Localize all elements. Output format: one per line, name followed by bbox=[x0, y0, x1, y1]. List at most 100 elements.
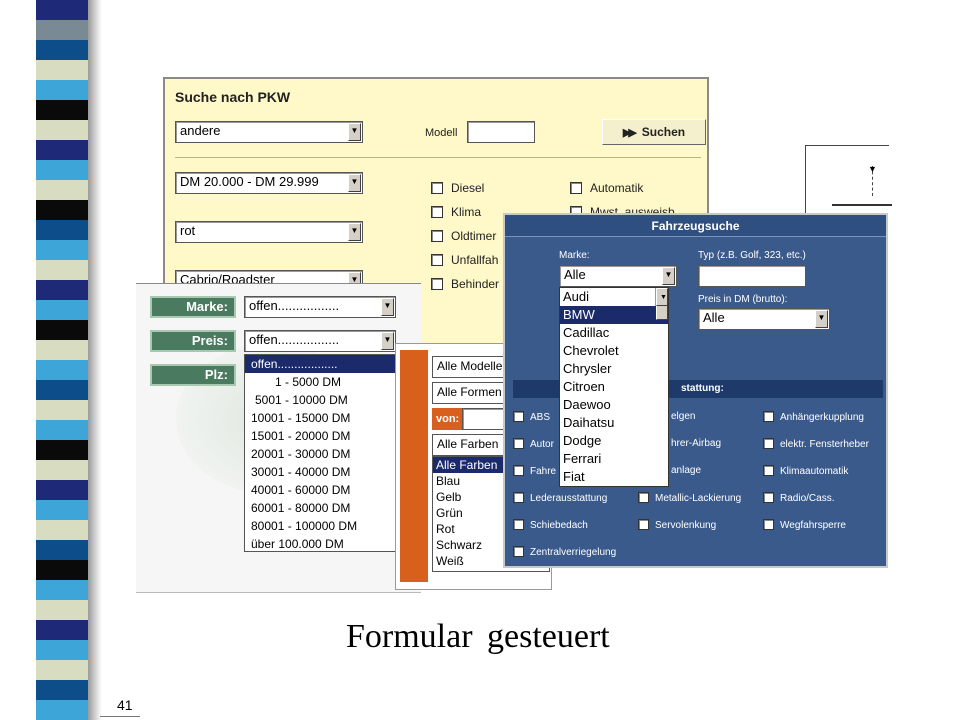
preis-select[interactable]: offen................. ▼ bbox=[244, 330, 396, 352]
stripe-segment bbox=[36, 440, 88, 460]
connector-line bbox=[872, 166, 873, 196]
list-item[interactable]: 10001 - 15000 DM bbox=[251, 411, 351, 425]
option-diesel[interactable]: Diesel bbox=[431, 181, 484, 195]
option-autor[interactable]: Autor bbox=[513, 438, 554, 450]
list-item[interactable]: Weiß bbox=[436, 554, 464, 568]
checkbox[interactable] bbox=[513, 411, 524, 422]
price-options-list[interactable]: offen.................. 1 - 5000 DM 5001… bbox=[244, 354, 396, 552]
list-item[interactable]: Audi bbox=[563, 289, 590, 304]
list-item[interactable]: Ferrari bbox=[563, 451, 602, 466]
option-zentralverriegelung[interactable]: Zentralverriegelung bbox=[513, 546, 616, 558]
chevron-down-icon[interactable]: ▼ bbox=[662, 267, 675, 285]
price-select[interactable]: DM 20.000 - DM 29.999 ▼ bbox=[175, 172, 363, 194]
checkbox[interactable] bbox=[513, 465, 524, 476]
checkbox[interactable] bbox=[513, 438, 524, 449]
list-item[interactable]: Citroen bbox=[563, 379, 605, 394]
chevron-down-icon[interactable]: ▼ bbox=[381, 332, 394, 350]
list-item[interactable]: Chrysler bbox=[563, 361, 612, 376]
option-automatik[interactable]: Automatik bbox=[570, 181, 643, 195]
checkbox[interactable] bbox=[570, 182, 582, 194]
checkbox[interactable] bbox=[638, 519, 649, 530]
chevron-down-icon[interactable]: ▼ bbox=[348, 174, 361, 192]
list-item[interactable]: 1 - 5000 DM bbox=[275, 375, 342, 389]
option-wegfahrsperre[interactable]: Wegfahrsperre bbox=[763, 519, 846, 531]
option-klima[interactable]: Klima bbox=[431, 205, 481, 219]
brand-options-list[interactable]: Audi BMW Cadillac Chevrolet Chrysler Cit… bbox=[559, 287, 669, 487]
checkbox[interactable] bbox=[638, 492, 649, 503]
marke-select[interactable]: offen................. ▼ bbox=[244, 296, 396, 318]
scrollbar[interactable]: ▲ ▼ bbox=[655, 288, 668, 320]
chevron-down-icon[interactable]: ▼ bbox=[381, 298, 394, 316]
color-select[interactable]: rot ▼ bbox=[175, 221, 363, 243]
option-abs[interactable]: ABS bbox=[513, 411, 550, 423]
list-item[interactable]: Dodge bbox=[563, 433, 602, 448]
typ-input[interactable] bbox=[698, 265, 806, 287]
list-item[interactable]: offen.................. bbox=[245, 355, 395, 373]
list-item[interactable]: 30001 - 40000 DM bbox=[251, 465, 351, 479]
option-anlage[interactable]: anlage bbox=[671, 465, 702, 476]
option-fensterheber[interactable]: elektr. Fensterheber bbox=[763, 438, 869, 450]
option-oldtimer[interactable]: Oldtimer bbox=[431, 229, 496, 243]
option-fahre[interactable]: Fahre bbox=[513, 465, 556, 477]
list-item[interactable]: 20001 - 30000 DM bbox=[251, 447, 351, 461]
list-item[interactable]: Daihatsu bbox=[563, 415, 615, 430]
list-item[interactable]: über 100.000 DM bbox=[251, 537, 344, 551]
list-item[interactable]: Chevrolet bbox=[563, 343, 619, 358]
marke-label: Marke: bbox=[559, 250, 590, 261]
list-item[interactable]: Cadillac bbox=[563, 325, 610, 340]
option-schiebedach[interactable]: Schiebedach bbox=[513, 519, 588, 531]
marke-label: Marke: bbox=[150, 296, 236, 318]
list-item[interactable]: Grün bbox=[436, 506, 463, 520]
option-anhaengerkupplung[interactable]: Anhängerkupplung bbox=[763, 411, 864, 423]
option-felgen[interactable]: elgen bbox=[671, 411, 696, 422]
checkbox[interactable] bbox=[513, 519, 524, 530]
list-item[interactable]: Fiat bbox=[563, 469, 585, 484]
search-button-label: Suchen bbox=[641, 125, 686, 139]
option-klimaautomatik[interactable]: Klimaautomatik bbox=[763, 465, 848, 477]
model-input[interactable] bbox=[467, 121, 535, 143]
checkbox[interactable] bbox=[763, 411, 774, 422]
preis-select[interactable]: Alle ▼ bbox=[698, 308, 830, 330]
checkbox[interactable] bbox=[431, 206, 443, 218]
checkbox[interactable] bbox=[431, 254, 443, 266]
list-item[interactable]: Blau bbox=[436, 474, 461, 488]
checkbox[interactable] bbox=[513, 546, 524, 557]
chevron-down-icon[interactable]: ▼ bbox=[348, 123, 361, 141]
stripe-segment bbox=[36, 600, 88, 620]
stripe-segment bbox=[36, 80, 88, 100]
list-item[interactable]: Daewoo bbox=[563, 397, 611, 412]
stripe-segment bbox=[36, 140, 88, 160]
search-button[interactable]: ▶▶Suchen bbox=[602, 119, 706, 145]
stripe-segment bbox=[36, 540, 88, 560]
list-item[interactable]: Rot bbox=[436, 522, 455, 536]
checkbox[interactable] bbox=[513, 492, 524, 503]
option-radio[interactable]: Radio/Cass. bbox=[763, 492, 834, 504]
list-item[interactable]: Schwarz bbox=[436, 538, 483, 552]
checkbox[interactable] bbox=[431, 182, 443, 194]
checkbox[interactable] bbox=[431, 230, 443, 242]
scroll-down-icon[interactable]: ▼ bbox=[656, 288, 668, 306]
option-behinder[interactable]: Behinder bbox=[431, 277, 499, 291]
option-metallic[interactable]: Metallic-Lackierung bbox=[638, 492, 741, 504]
brand-select[interactable]: andere ▼ bbox=[175, 121, 363, 143]
checkbox[interactable] bbox=[763, 438, 774, 449]
list-item[interactable]: 15001 - 20000 DM bbox=[251, 429, 351, 443]
list-item[interactable]: 60001 - 80000 DM bbox=[251, 501, 351, 515]
list-item[interactable]: 40001 - 60000 DM bbox=[251, 483, 351, 497]
list-item[interactable]: Gelb bbox=[436, 490, 462, 504]
checkbox[interactable] bbox=[763, 492, 774, 503]
list-item[interactable]: BMW bbox=[560, 306, 668, 324]
stripe-segment bbox=[36, 40, 88, 60]
checkbox[interactable] bbox=[763, 465, 774, 476]
checkbox[interactable] bbox=[763, 519, 774, 530]
option-unfall[interactable]: Unfallfah bbox=[431, 253, 498, 267]
chevron-down-icon[interactable]: ▼ bbox=[815, 310, 828, 328]
option-servolenkung[interactable]: Servolenkung bbox=[638, 519, 716, 531]
list-item[interactable]: 5001 - 10000 DM bbox=[255, 393, 348, 407]
list-item[interactable]: 80001 - 100000 DM bbox=[251, 519, 358, 533]
marke-select[interactable]: Alle ▼ bbox=[559, 265, 677, 287]
chevron-down-icon[interactable]: ▼ bbox=[348, 223, 361, 241]
checkbox[interactable] bbox=[431, 278, 443, 290]
option-leder[interactable]: Lederausstattung bbox=[513, 492, 607, 504]
option-fahrer-airbag[interactable]: hrer-Airbag bbox=[671, 438, 722, 449]
